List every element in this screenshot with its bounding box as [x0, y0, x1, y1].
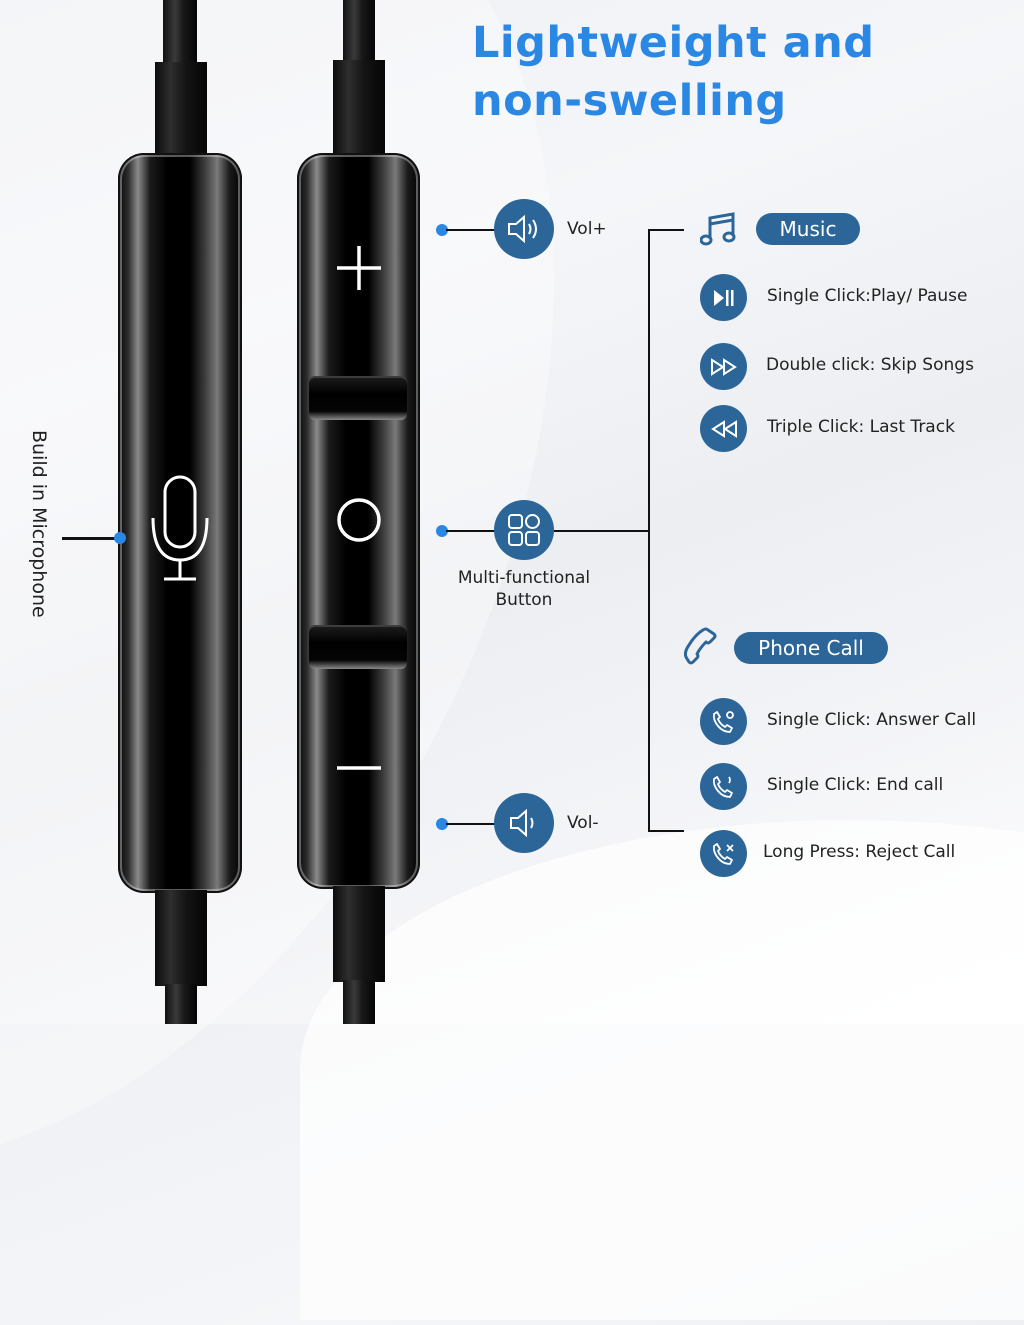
- speaker-loud-icon: [508, 214, 537, 244]
- multi-line-right: [554, 530, 649, 532]
- phone-item-text: Single Click: End call: [767, 775, 944, 795]
- minus-icon[interactable]: [336, 765, 382, 771]
- multi-label-line-1: Multi-functional: [457, 568, 591, 588]
- multi-label-line-2: Button: [495, 590, 553, 610]
- page-title: Lightweight and non-swelling: [472, 14, 875, 130]
- phone-end-icon: [700, 763, 747, 810]
- multi-badge: [494, 500, 554, 560]
- phone-answer-icon: [700, 698, 747, 745]
- title-line-1: Lightweight and: [472, 18, 875, 68]
- vol-down-label: Vol-: [567, 813, 599, 833]
- bracket-vertical: [648, 229, 650, 832]
- microphone-icon: [151, 475, 209, 581]
- bracket-bottom: [648, 830, 684, 832]
- vol-up-line: [446, 229, 498, 231]
- collar-bottom-right: [333, 886, 385, 982]
- phone-item-text: Single Click: Answer Call: [767, 710, 977, 730]
- grid-icon: [508, 514, 540, 546]
- multi-line-left: [446, 530, 498, 532]
- vol-up-badge: [494, 199, 554, 259]
- plus-icon[interactable]: [336, 245, 382, 291]
- title-line-2: non-swelling: [472, 76, 787, 126]
- circle-icon[interactable]: [336, 497, 382, 543]
- vol-down-line: [446, 823, 498, 825]
- cable-bottom-left: [165, 984, 197, 1024]
- microphone-leader-line: [62, 537, 120, 540]
- button-remote-body: [297, 153, 420, 889]
- rewind-icon: [700, 405, 747, 452]
- vol-up-label: Vol+: [567, 219, 607, 239]
- background-swoosh: [300, 820, 1024, 1320]
- cable-top-right: [343, 0, 375, 62]
- collar-bottom-left: [155, 890, 207, 986]
- music-note-icon: [700, 212, 736, 246]
- phone-reject-icon: [700, 830, 747, 877]
- fast-forward-icon: [700, 343, 747, 390]
- button-divider: [309, 625, 407, 669]
- music-item-text: Triple Click: Last Track: [767, 417, 955, 437]
- speaker-quiet-icon: [510, 808, 534, 838]
- multi-dot: [436, 525, 448, 537]
- button-divider: [309, 376, 407, 420]
- microphone-dot: [114, 532, 126, 544]
- phone-item-text: Long Press: Reject Call: [763, 842, 956, 862]
- microphone-label-text: Build in Microphone: [28, 430, 50, 618]
- vol-up-dot: [436, 224, 448, 236]
- collar-top-right: [333, 60, 385, 156]
- cable-bottom-right: [343, 980, 375, 1024]
- bracket-top: [648, 229, 684, 231]
- phone-icon: [684, 627, 717, 665]
- music-header: Music: [756, 213, 860, 245]
- phone-header: Phone Call: [734, 632, 888, 664]
- multi-label: Multi-functional Button: [450, 567, 598, 611]
- music-item-text: Double click: Skip Songs: [766, 355, 974, 375]
- play-pause-icon: [700, 274, 747, 321]
- vol-down-badge: [494, 793, 554, 853]
- vol-down-dot: [436, 818, 448, 830]
- music-item-text: Single Click:Play/ Pause: [767, 286, 968, 306]
- collar-top-left: [155, 62, 207, 156]
- cable-top-left: [163, 0, 197, 64]
- microphone-label: Build in Microphone: [28, 430, 50, 645]
- microphone-remote-body: [118, 153, 242, 893]
